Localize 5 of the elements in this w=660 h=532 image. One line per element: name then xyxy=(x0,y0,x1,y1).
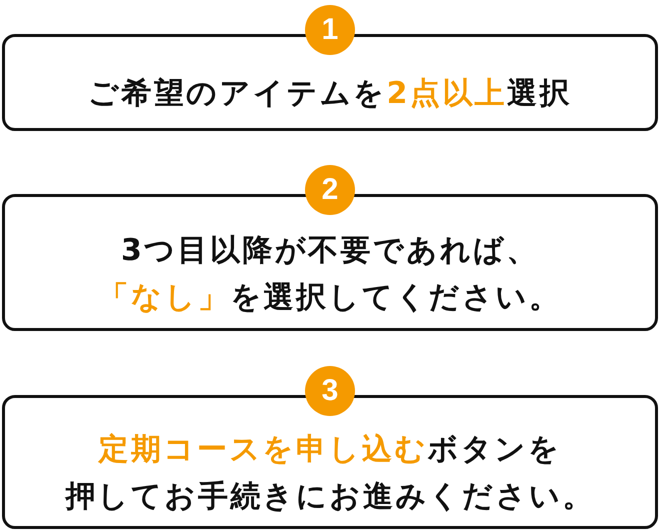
step-number-badge: 3 xyxy=(305,366,355,416)
instruction-text: 定期コースを申し込むボタンを押してお手続きにお進みください。 xyxy=(65,431,595,516)
instruction-text: 3つ目以降が不要であれば、「なし」を選択してください。 xyxy=(98,232,562,316)
step-number-badge: 2 xyxy=(305,165,355,215)
step-number-badge: 1 xyxy=(305,5,355,55)
